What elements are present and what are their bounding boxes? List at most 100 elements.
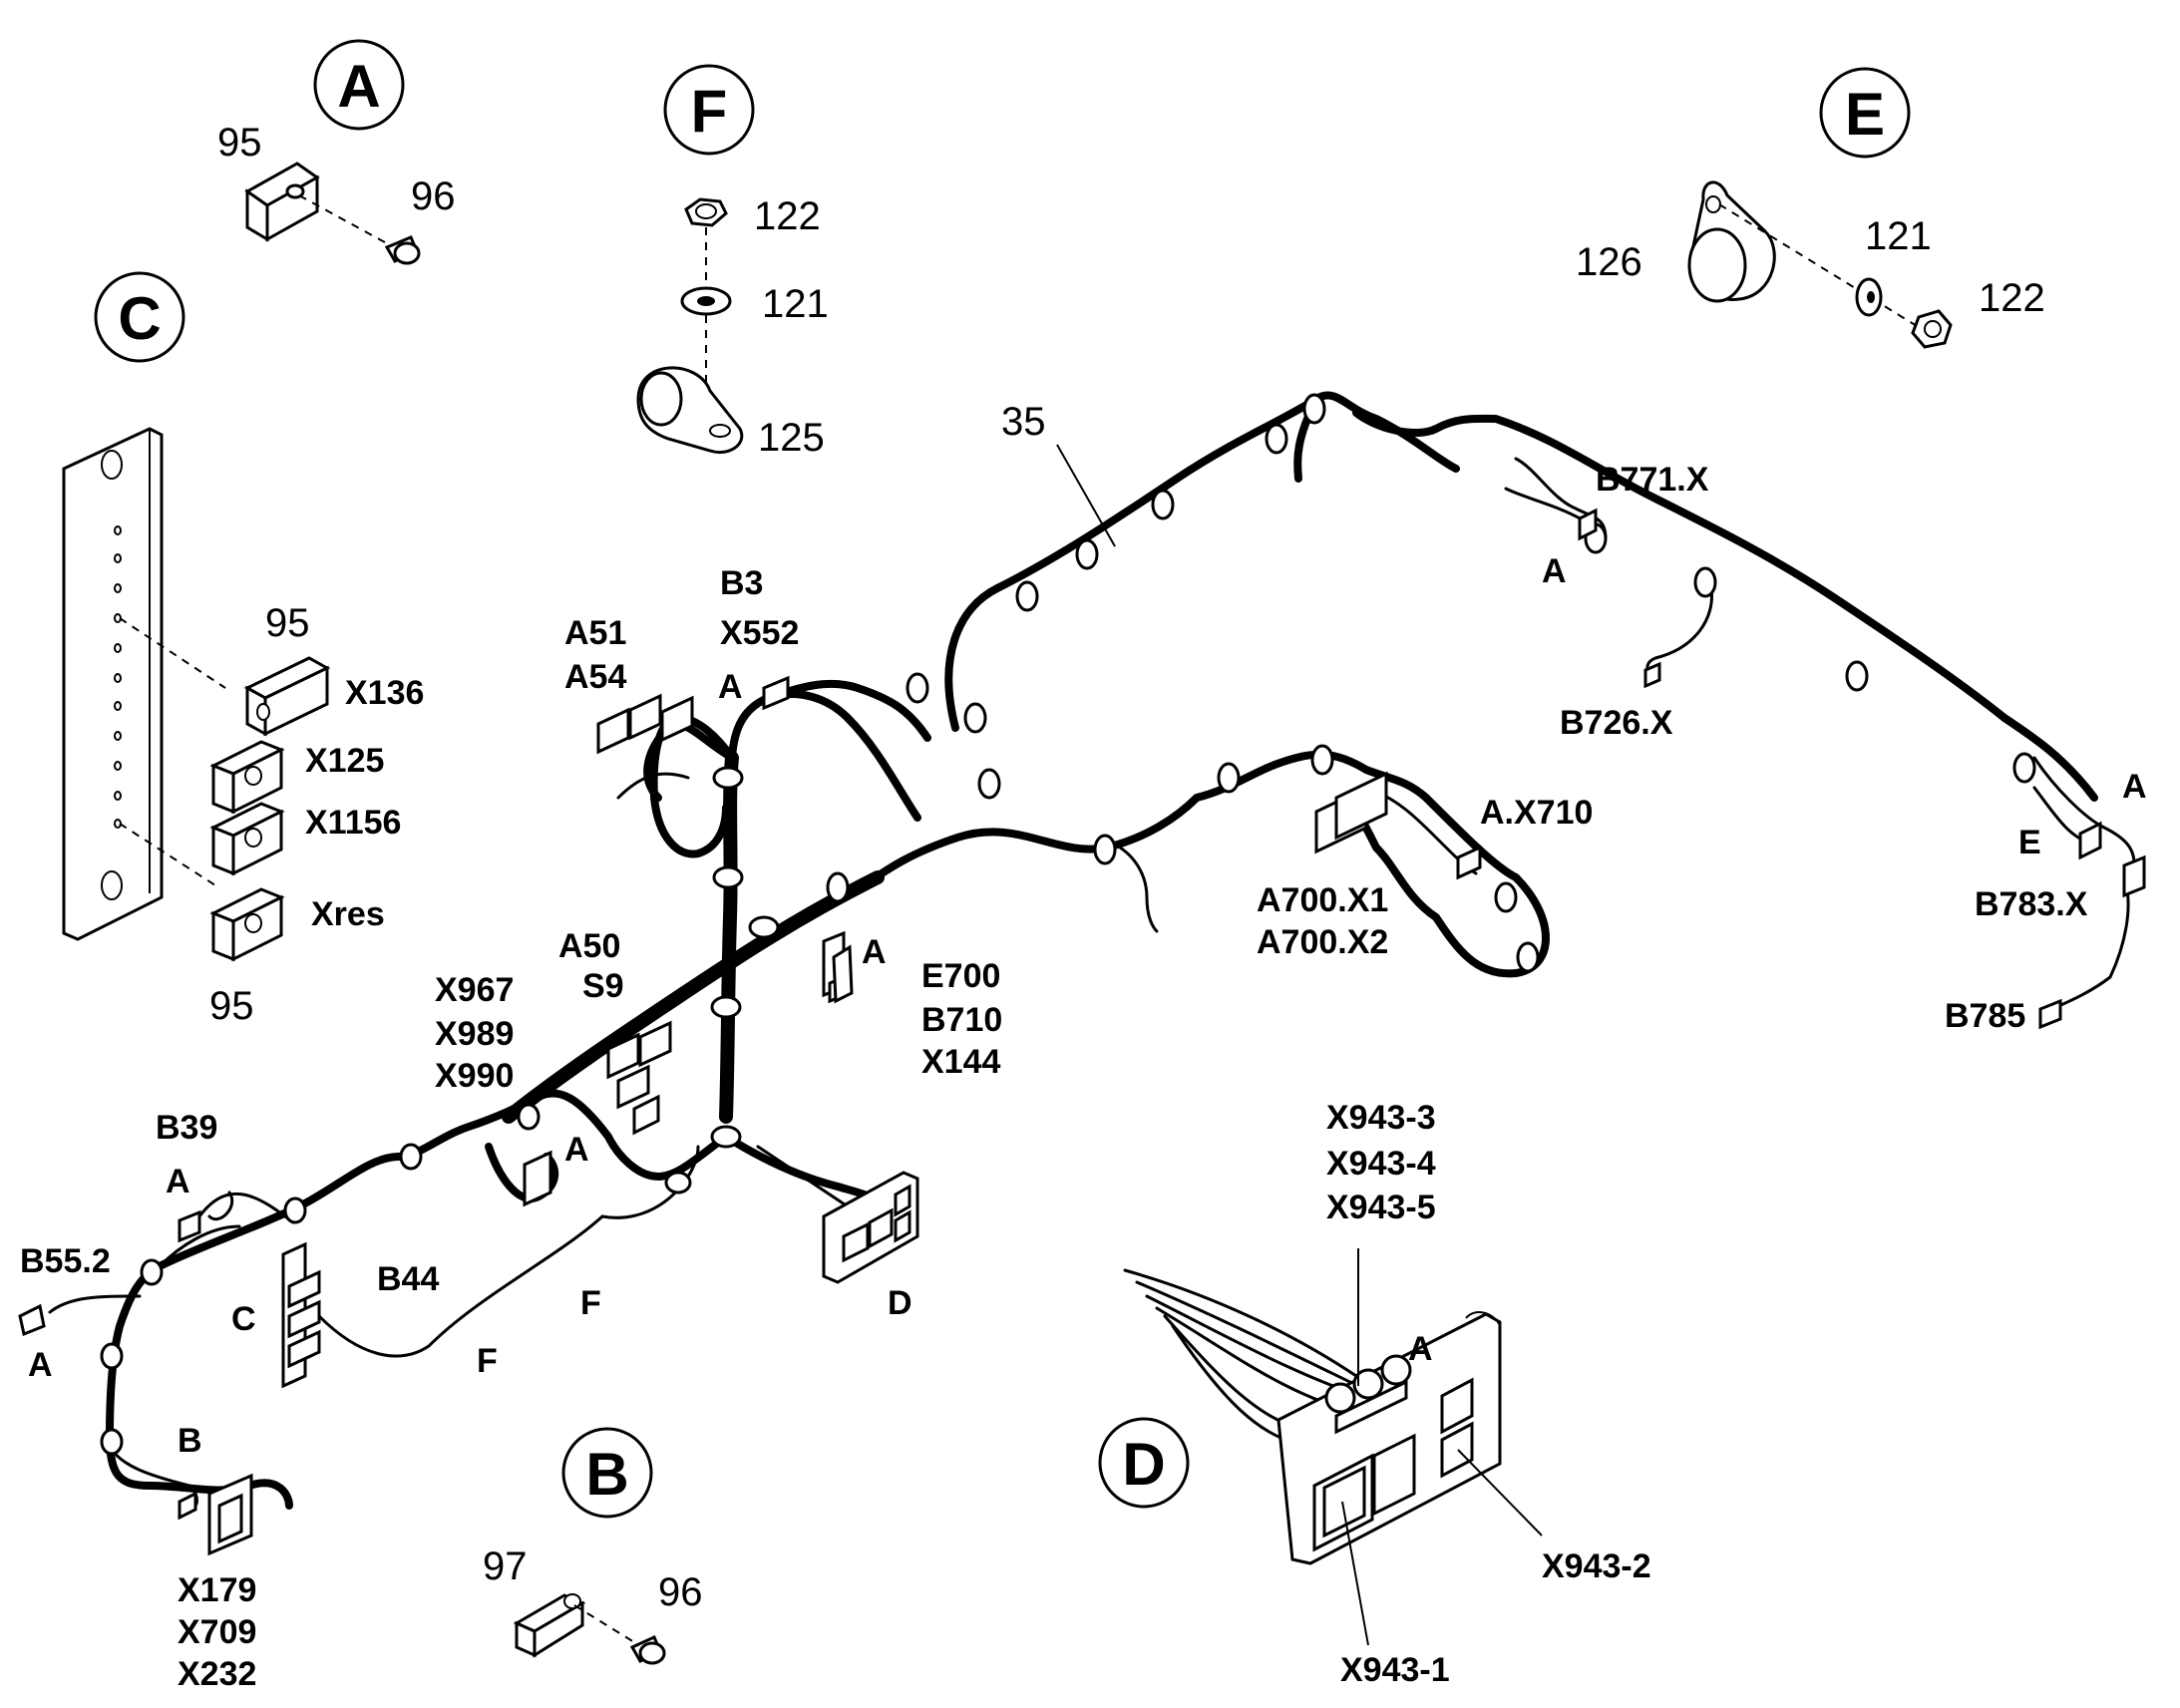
- label-x943-2: X943-2: [1542, 1547, 1651, 1585]
- label-b771x: B771.X: [1596, 461, 1709, 499]
- label-35: 35: [1001, 400, 1046, 444]
- label-x552: X552: [720, 614, 799, 652]
- connector-x943-3-4-5: [1324, 1354, 1412, 1435]
- callout-e: E: [1819, 67, 1911, 159]
- bracket-c-main: [281, 1241, 321, 1389]
- label-a-mid: A: [862, 933, 887, 971]
- label-f1: F: [580, 1284, 601, 1322]
- nut-122-e: [1911, 309, 1953, 349]
- label-95-c-bottom: 95: [209, 984, 254, 1028]
- label-x943-4: X943-4: [1326, 1145, 1436, 1183]
- label-122-f: 122: [754, 194, 821, 238]
- callout-c-letter: C: [118, 285, 161, 352]
- callout-a: A: [313, 39, 405, 131]
- d-wires: [1123, 1268, 1374, 1446]
- label-95-c-top: 95: [265, 601, 310, 645]
- label-x709: X709: [178, 1613, 256, 1651]
- label-125-f: 125: [758, 416, 825, 460]
- connector-x943-1: [1312, 1433, 1416, 1552]
- label-e700: E700: [921, 957, 1000, 995]
- connector-b726x: [1643, 661, 1661, 689]
- screw-96-a: [384, 235, 421, 265]
- connector-b39: [178, 1209, 201, 1243]
- label-b-main: B: [178, 1422, 202, 1460]
- label-96-b: 96: [658, 1570, 703, 1614]
- clip-x1156: [209, 802, 285, 876]
- callout-e-letter: E: [1845, 81, 1885, 148]
- label-95-a: 95: [217, 121, 262, 165]
- callout-a-letter: A: [337, 53, 380, 120]
- clamp-125-f: [636, 366, 744, 454]
- label-x943-1: X943-1: [1340, 1651, 1450, 1689]
- label-d-main: D: [888, 1284, 912, 1322]
- callout-f: F: [663, 64, 755, 156]
- callout-b-letter: B: [585, 1441, 628, 1508]
- label-b785: B785: [1945, 997, 2025, 1035]
- label-b710: B710: [921, 1001, 1002, 1039]
- clip-97-b: [513, 1593, 586, 1658]
- connector-a50-s9: [606, 1020, 672, 1136]
- label-97-b: 97: [483, 1544, 528, 1588]
- label-x232: X232: [178, 1655, 256, 1693]
- label-b39: B39: [156, 1109, 217, 1147]
- clamp-126-e: [1687, 180, 1776, 303]
- clip-x125: [209, 740, 285, 815]
- label-a-b552: A: [28, 1346, 53, 1384]
- leader-35: [1056, 444, 1116, 547]
- label-x943-5: X943-5: [1326, 1189, 1436, 1226]
- callout-b: B: [561, 1427, 653, 1519]
- callout-f-letter: F: [691, 78, 728, 145]
- callout-d: D: [1098, 1417, 1190, 1509]
- panel-d-main: [822, 1171, 919, 1284]
- label-a50: A50: [558, 927, 620, 965]
- label-x943-3: X943-3: [1326, 1099, 1436, 1137]
- label-x136: X136: [345, 674, 424, 712]
- label-b44: B44: [377, 1260, 439, 1298]
- label-s9: S9: [582, 967, 624, 1005]
- label-a51: A51: [564, 614, 626, 652]
- main-harness: [18, 391, 2146, 1556]
- label-96-a: 96: [411, 174, 456, 218]
- washer-121-e: [1855, 277, 1883, 317]
- connector-b771x: [1578, 508, 1598, 541]
- label-e-right: E: [2018, 824, 2041, 861]
- label-a-b3: A: [718, 668, 743, 706]
- connector-b-x179: [178, 1473, 253, 1556]
- connector-b3-x552: [762, 675, 790, 711]
- label-b726x: B726.X: [1560, 704, 1673, 742]
- connector-b783x: [2078, 821, 2146, 898]
- detail-f: 122 121 125: [636, 194, 829, 460]
- label-x125: X125: [305, 742, 384, 780]
- connector-x967: [523, 1150, 552, 1207]
- label-x989: X989: [435, 1015, 514, 1053]
- washer-121-f: [680, 286, 732, 316]
- label-b552: B55.2: [20, 1242, 111, 1280]
- clamp-f-main: [832, 944, 854, 1004]
- label-a-b771: A: [1542, 552, 1567, 590]
- detail-c: 95 X136 X125 X1156 Xres 95: [62, 427, 424, 1028]
- label-121-e: 121: [1865, 214, 1932, 258]
- connector-b552: [18, 1303, 46, 1337]
- label-x990: X990: [435, 1057, 514, 1095]
- label-a54: A54: [564, 658, 626, 696]
- label-126-e: 126: [1576, 240, 1642, 284]
- label-a700x1: A700.X1: [1257, 881, 1388, 919]
- label-c-main: C: [231, 1300, 256, 1338]
- clip-95-a: [244, 162, 320, 242]
- label-a-x710: A.X710: [1480, 794, 1593, 832]
- screw-96-b: [629, 1635, 666, 1665]
- label-122-e: 122: [1979, 276, 2045, 320]
- label-a-right: A: [2122, 768, 2147, 806]
- mounting-strip: [62, 427, 164, 941]
- harness-labels: 35 B771.X A B726.X A E B783.X B785 A.X71…: [20, 400, 2147, 1693]
- clip-x136: [243, 656, 331, 737]
- label-b3: B3: [720, 564, 763, 602]
- label-x144: X144: [921, 1043, 1000, 1081]
- detail-e: 126 121 122: [1576, 180, 2045, 349]
- label-x179: X179: [178, 1571, 256, 1609]
- label-xres: Xres: [311, 895, 385, 933]
- label-x1156: X1156: [305, 804, 401, 842]
- harness-clamps: [100, 393, 2036, 1456]
- label-a-b39: A: [166, 1163, 190, 1200]
